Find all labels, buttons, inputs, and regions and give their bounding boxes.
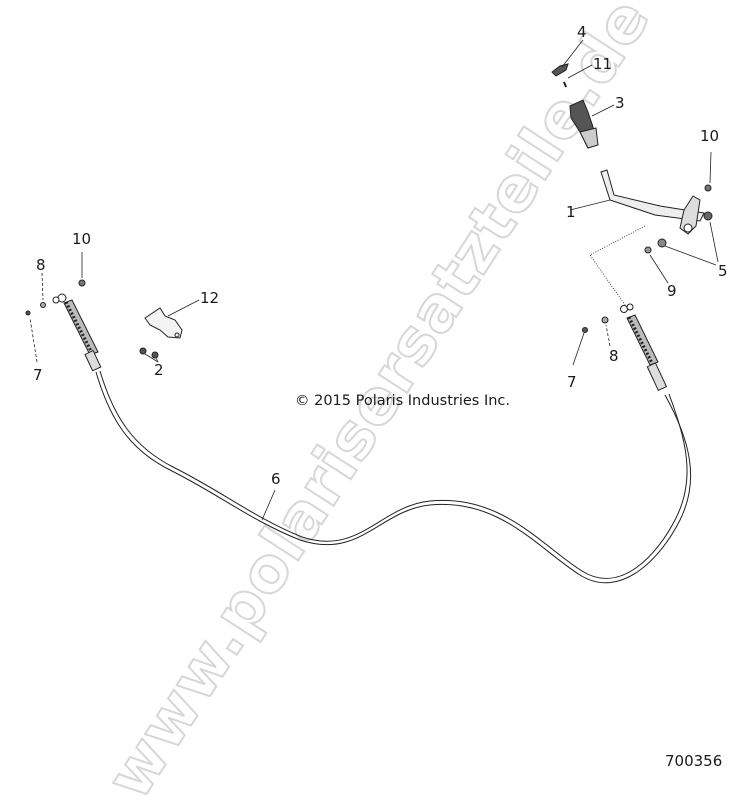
bolt-icon — [151, 351, 159, 359]
cable-bracket — [144, 307, 183, 339]
callout-6: 6 — [271, 470, 281, 488]
nut-icon — [704, 184, 712, 192]
pedal-pad — [569, 99, 599, 149]
callout-10-left: 10 — [72, 230, 92, 248]
callout-9: 9 — [667, 282, 677, 300]
washer-icon — [601, 316, 609, 324]
washer-icon — [644, 246, 652, 254]
left-cable-end — [52, 293, 102, 372]
callout-12: 12 — [200, 289, 220, 307]
callout-7-right: 7 — [567, 373, 577, 391]
callout-5: 5 — [718, 262, 728, 280]
callout-10-right: 10 — [700, 127, 720, 145]
drawing-number: 700356 — [665, 752, 723, 770]
callout-8-left: 8 — [36, 256, 46, 274]
leader-lines — [29, 39, 719, 521]
callout-2: 2 — [154, 361, 164, 379]
callout-8-right: 8 — [609, 347, 619, 365]
pin-icon — [25, 310, 31, 316]
pedal-clip — [551, 63, 569, 88]
washer-icon — [657, 238, 667, 248]
washer-icon — [40, 302, 46, 308]
callout-4: 4 — [577, 23, 587, 41]
right-cable-end — [620, 303, 668, 392]
callout-7-left: 7 — [33, 366, 43, 384]
callout-3: 3 — [615, 94, 625, 112]
pin-icon — [582, 327, 588, 333]
bolt-icon — [139, 347, 147, 355]
nut-icon — [78, 279, 86, 287]
washer-icon — [703, 211, 713, 221]
callout-1: 1 — [566, 203, 576, 221]
copyright-notice: © 2015 Polaris Industries Inc. — [295, 393, 511, 409]
callout-11: 11 — [593, 55, 613, 73]
brake-cable — [95, 370, 692, 584]
brake-pedal-lever — [600, 169, 705, 235]
